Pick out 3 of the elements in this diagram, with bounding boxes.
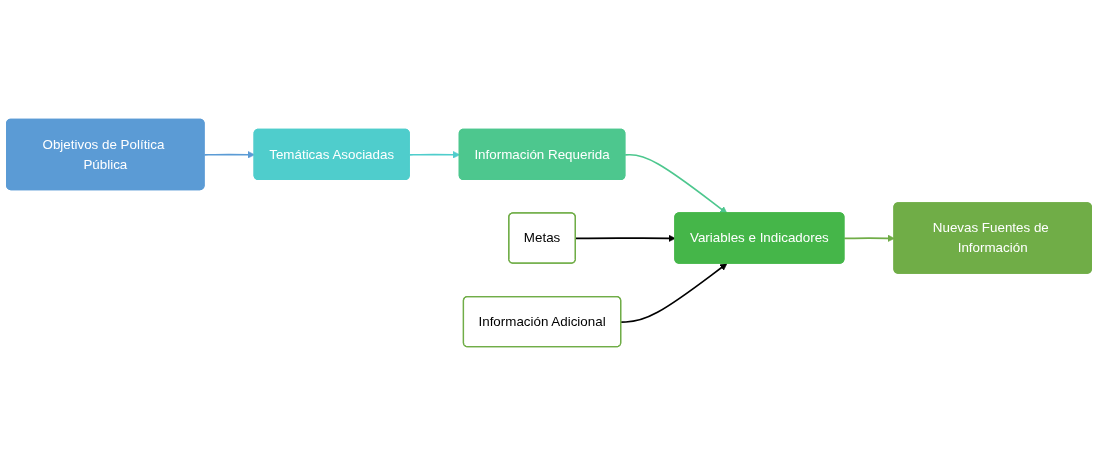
arrow: [620, 263, 728, 323]
arrow: [843, 234, 895, 242]
arrow: [624, 153, 728, 214]
